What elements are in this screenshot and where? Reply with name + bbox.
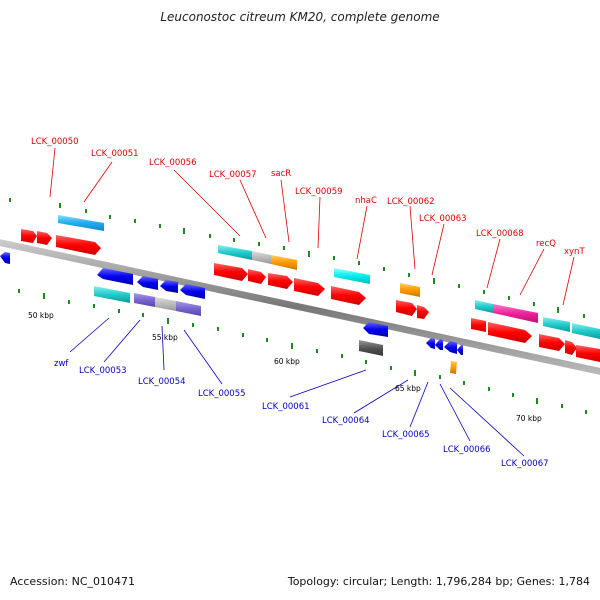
cds-arrow[interactable] [565,340,577,355]
cds-arrow[interactable] [248,269,266,284]
reverse-strand-genes[interactable] [0,252,463,374]
reverse-cds-arrow[interactable] [435,339,443,350]
cds-arrow[interactable] [21,229,37,243]
reverse-cds-arrow[interactable] [457,345,463,355]
gene-label[interactable]: LCK_00067 [501,459,549,469]
cds-arrow[interactable] [539,334,565,351]
feature-lck00054-gray[interactable] [155,297,176,311]
scale-label: 65 kbp [395,384,421,393]
gene-label[interactable]: recQ [536,239,556,249]
feature-lck00061-dark[interactable] [359,340,383,356]
cds-arrow[interactable] [396,300,417,316]
gene-label[interactable]: LCK_00065 [382,430,430,440]
reverse-cds-arrow[interactable] [137,276,158,290]
cds-arrow[interactable] [488,322,532,343]
gene-label[interactable]: LCK_00063 [419,214,467,224]
gene-label[interactable]: LCK_00050 [31,137,79,147]
map-title: Leuconostoc citreum KM20, complete genom… [160,10,440,24]
feature-lck00053-cyan[interactable] [94,286,130,303]
genome-summary-text: Topology: circular; Length: 1,796,284 bp… [287,575,590,588]
feature-lck00068-cyan[interactable] [475,300,493,313]
cds-arrow[interactable] [576,345,600,362]
inner-tick-ring [18,289,587,414]
gene-label[interactable]: LCK_00062 [387,197,435,207]
genome-backbone [0,239,600,375]
gene-label[interactable]: LCK_00053 [79,366,127,376]
gene-label[interactable]: LCK_00054 [138,377,186,387]
outer-tick-ring [9,198,585,318]
scale-label: 70 kbp [516,414,542,423]
feature-lck00062-orange[interactable] [400,283,420,297]
gene-label[interactable]: LCK_00061 [262,402,310,412]
feature-xynt-cyan-2[interactable] [572,323,600,339]
gene-label[interactable]: nhaC [355,196,377,206]
cds-arrow[interactable] [37,231,52,245]
reverse-cds-arrow[interactable] [363,322,388,337]
gene-label[interactable]: LCK_00055 [198,389,246,399]
feature-lck00057-gray[interactable] [252,251,271,264]
gene-label[interactable]: LCK_00068 [476,229,524,239]
gene-label[interactable]: LCK_00059 [295,187,343,197]
gene-label[interactable]: LCK_00066 [443,445,491,455]
reverse-leader-lines [69,317,525,457]
feature-lck00067-orange[interactable] [450,361,457,374]
gene-label[interactable]: LCK_00064 [322,416,370,426]
reverse-cds-arrow[interactable] [426,338,435,349]
scale-label: 60 kbp [274,357,300,366]
reverse-cds-arrow[interactable] [444,341,457,354]
cds-arrow[interactable] [417,305,429,319]
scale-label: 50 kbp [28,311,54,320]
forward-leader-lines [49,147,575,306]
feature-lck00054-purple[interactable] [134,293,155,307]
cds-arrow[interactable] [214,263,248,281]
feature-lck00055-purple[interactable] [176,301,201,316]
feature-xynt-cyan[interactable] [543,317,570,332]
reverse-cds-arrow[interactable] [160,280,178,293]
gene-label[interactable]: LCK_00056 [149,158,197,168]
reverse-cds-arrow[interactable] [180,284,205,299]
feature-lck00057-cyan[interactable] [218,245,252,260]
gene-label[interactable]: xynT [564,247,585,257]
cds-arrow[interactable] [294,278,325,296]
feature-sacr-orange[interactable] [271,255,297,270]
cds-arrow[interactable] [471,318,486,332]
reverse-cds-arrow[interactable] [0,252,10,264]
scale-label: 55 kbp [152,333,178,342]
feature-nhac-cyan[interactable] [334,268,370,284]
cds-arrow[interactable] [56,235,101,255]
cds-arrow[interactable] [268,273,293,289]
accession-text: Accession: NC_010471 [10,575,136,588]
reverse-cds-arrow[interactable] [97,268,133,285]
forward-strand-genes[interactable] [21,215,600,362]
gene-label[interactable]: LCK_00057 [209,170,257,180]
cds-arrow[interactable] [331,286,366,305]
gene-label[interactable]: zwf [54,359,69,369]
feature-lck00050-cyan[interactable] [58,215,104,231]
feature-recq-magenta[interactable] [493,304,538,323]
gene-label[interactable]: LCK_00051 [91,149,139,159]
gene-label[interactable]: sacR [271,169,291,179]
